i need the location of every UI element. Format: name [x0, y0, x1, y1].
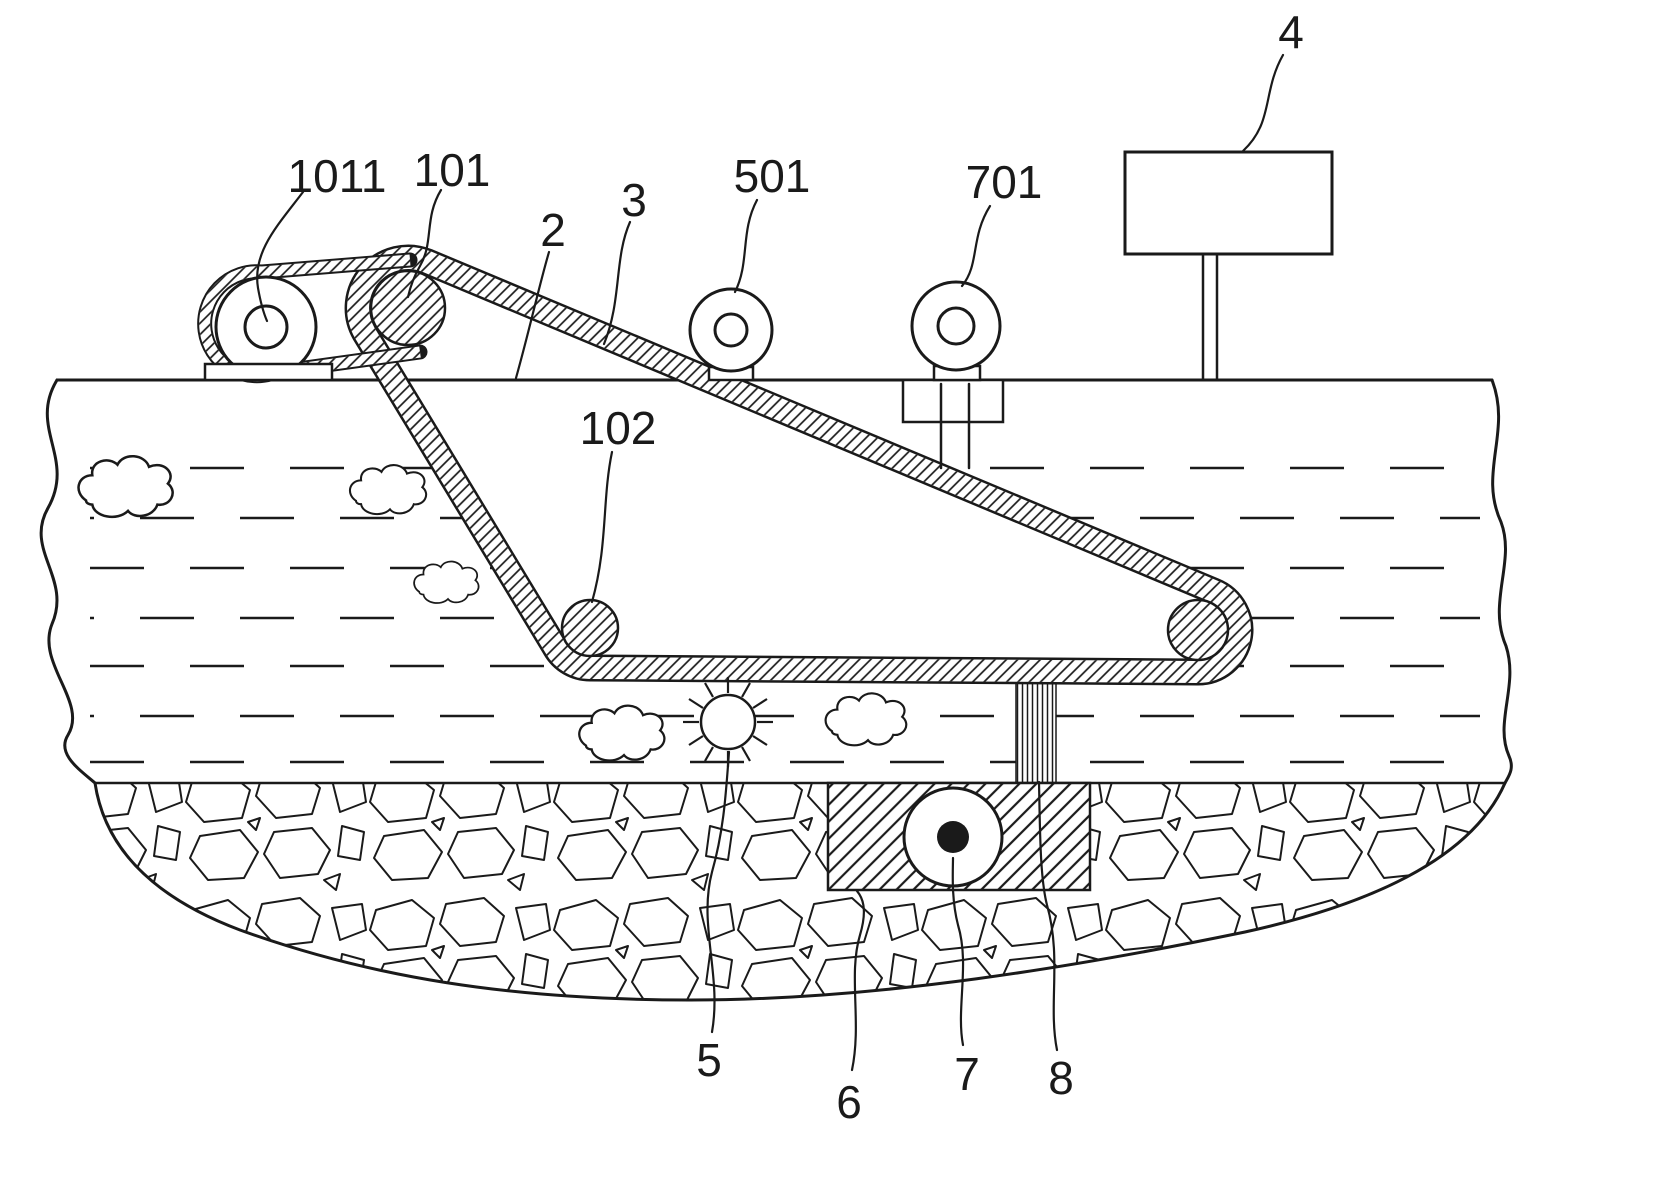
floc-cloud: [348, 464, 428, 516]
label-101: 101: [414, 144, 491, 196]
label-3: 3: [621, 174, 647, 226]
control-box-4: [1123, 150, 1334, 382]
pulley-101: [369, 269, 447, 347]
water-body-outline: [39, 378, 1513, 785]
leader-2: [514, 250, 551, 380]
bearing-7-shaft: [937, 821, 969, 853]
reference-labels: 1011 101 2 3 501 701 4 102 5 6 7 8: [288, 6, 1304, 1128]
leader-7: [951, 856, 965, 1047]
leader-6: [850, 889, 865, 1072]
floc-cloud: [824, 692, 908, 747]
leader-5: [706, 750, 731, 1034]
label-102: 102: [580, 402, 657, 454]
label-2: 2: [540, 204, 566, 256]
floc-cloud: [578, 704, 666, 762]
belt-interior: [358, 258, 1240, 672]
leader-501: [733, 198, 759, 294]
leader-3: [602, 220, 632, 346]
leader-101: [406, 188, 443, 299]
conveyor-belt-3: [344, 244, 1254, 686]
label-701: 701: [966, 156, 1043, 208]
roller-701: [901, 280, 1005, 470]
control-box-body: [1123, 150, 1334, 256]
label-7: 7: [954, 1048, 980, 1100]
label-5: 5: [696, 1034, 722, 1086]
pulley-102: [560, 598, 620, 658]
aerator-5: [683, 677, 773, 767]
leader-1011: [256, 190, 305, 323]
leader-lines: [256, 53, 1285, 1072]
label-8: 8: [1048, 1052, 1074, 1104]
leader-8: [1037, 780, 1059, 1052]
riverbed-stones: [93, 781, 1507, 1002]
anchor-block-6: [826, 781, 1092, 892]
roller-701-bracket: [901, 378, 1005, 424]
leader-701: [960, 204, 992, 288]
right-wavy-edge: [1490, 378, 1513, 785]
label-4: 4: [1278, 6, 1304, 58]
label-6: 6: [836, 1076, 862, 1128]
leader-4: [1241, 53, 1285, 153]
pulley-1011-base: [203, 362, 334, 382]
label-501: 501: [734, 150, 811, 202]
support-column-8: [1015, 677, 1057, 791]
floc-cloud: [77, 454, 174, 519]
left-wavy-edge: [39, 378, 97, 785]
label-1011: 1011: [288, 150, 387, 202]
pulley-1011: [203, 275, 334, 382]
pulley-right: [1166, 598, 1230, 662]
roller-501: [688, 287, 774, 382]
leader-102: [590, 450, 614, 604]
